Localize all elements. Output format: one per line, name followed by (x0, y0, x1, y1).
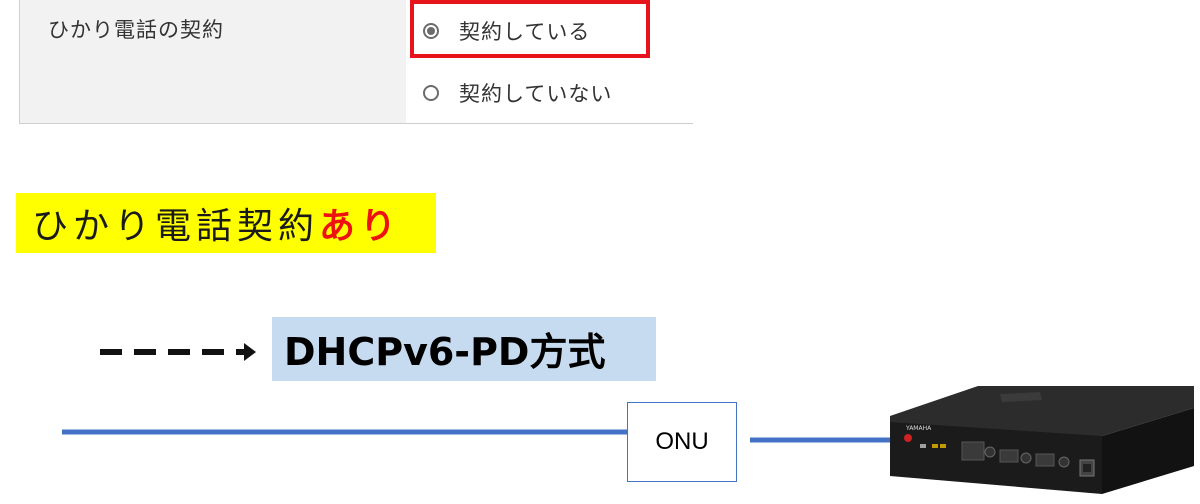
phone-contract-form: ひかり電話の契約 (19, 0, 693, 124)
selection-highlight-box (410, 0, 650, 58)
form-label-cell: ひかり電話の契約 (20, 0, 406, 123)
onu-box: ONU (627, 402, 737, 482)
heading-text: ひかり電話契約あり (32, 197, 401, 249)
radio-option-contracted[interactable]: 契約している (423, 16, 590, 46)
radio-label-not-contracted: 契約していない (459, 82, 613, 106)
router-icon: YAMAHA (890, 386, 1194, 494)
radio-label-contracted: 契約している (459, 20, 591, 44)
heading-accent: あり (319, 206, 402, 247)
phone-contract-label: ひかり電話の契約 (48, 18, 224, 42)
dashed-arrow-icon (100, 343, 256, 361)
radio-button-selected[interactable] (423, 23, 439, 39)
onu-label: ONU (655, 428, 709, 455)
heading-band (16, 193, 436, 253)
radio-dot (427, 27, 435, 35)
router-brand: YAMAHA (905, 425, 932, 432)
radio-option-not-contracted[interactable]: 契約していない (423, 78, 612, 108)
radio-button-unselected[interactable] (423, 85, 439, 101)
heading-main: ひかり電話契約 (32, 206, 320, 247)
method-label: DHCPv6-PD方式 (284, 330, 606, 374)
method-band (272, 317, 656, 381)
